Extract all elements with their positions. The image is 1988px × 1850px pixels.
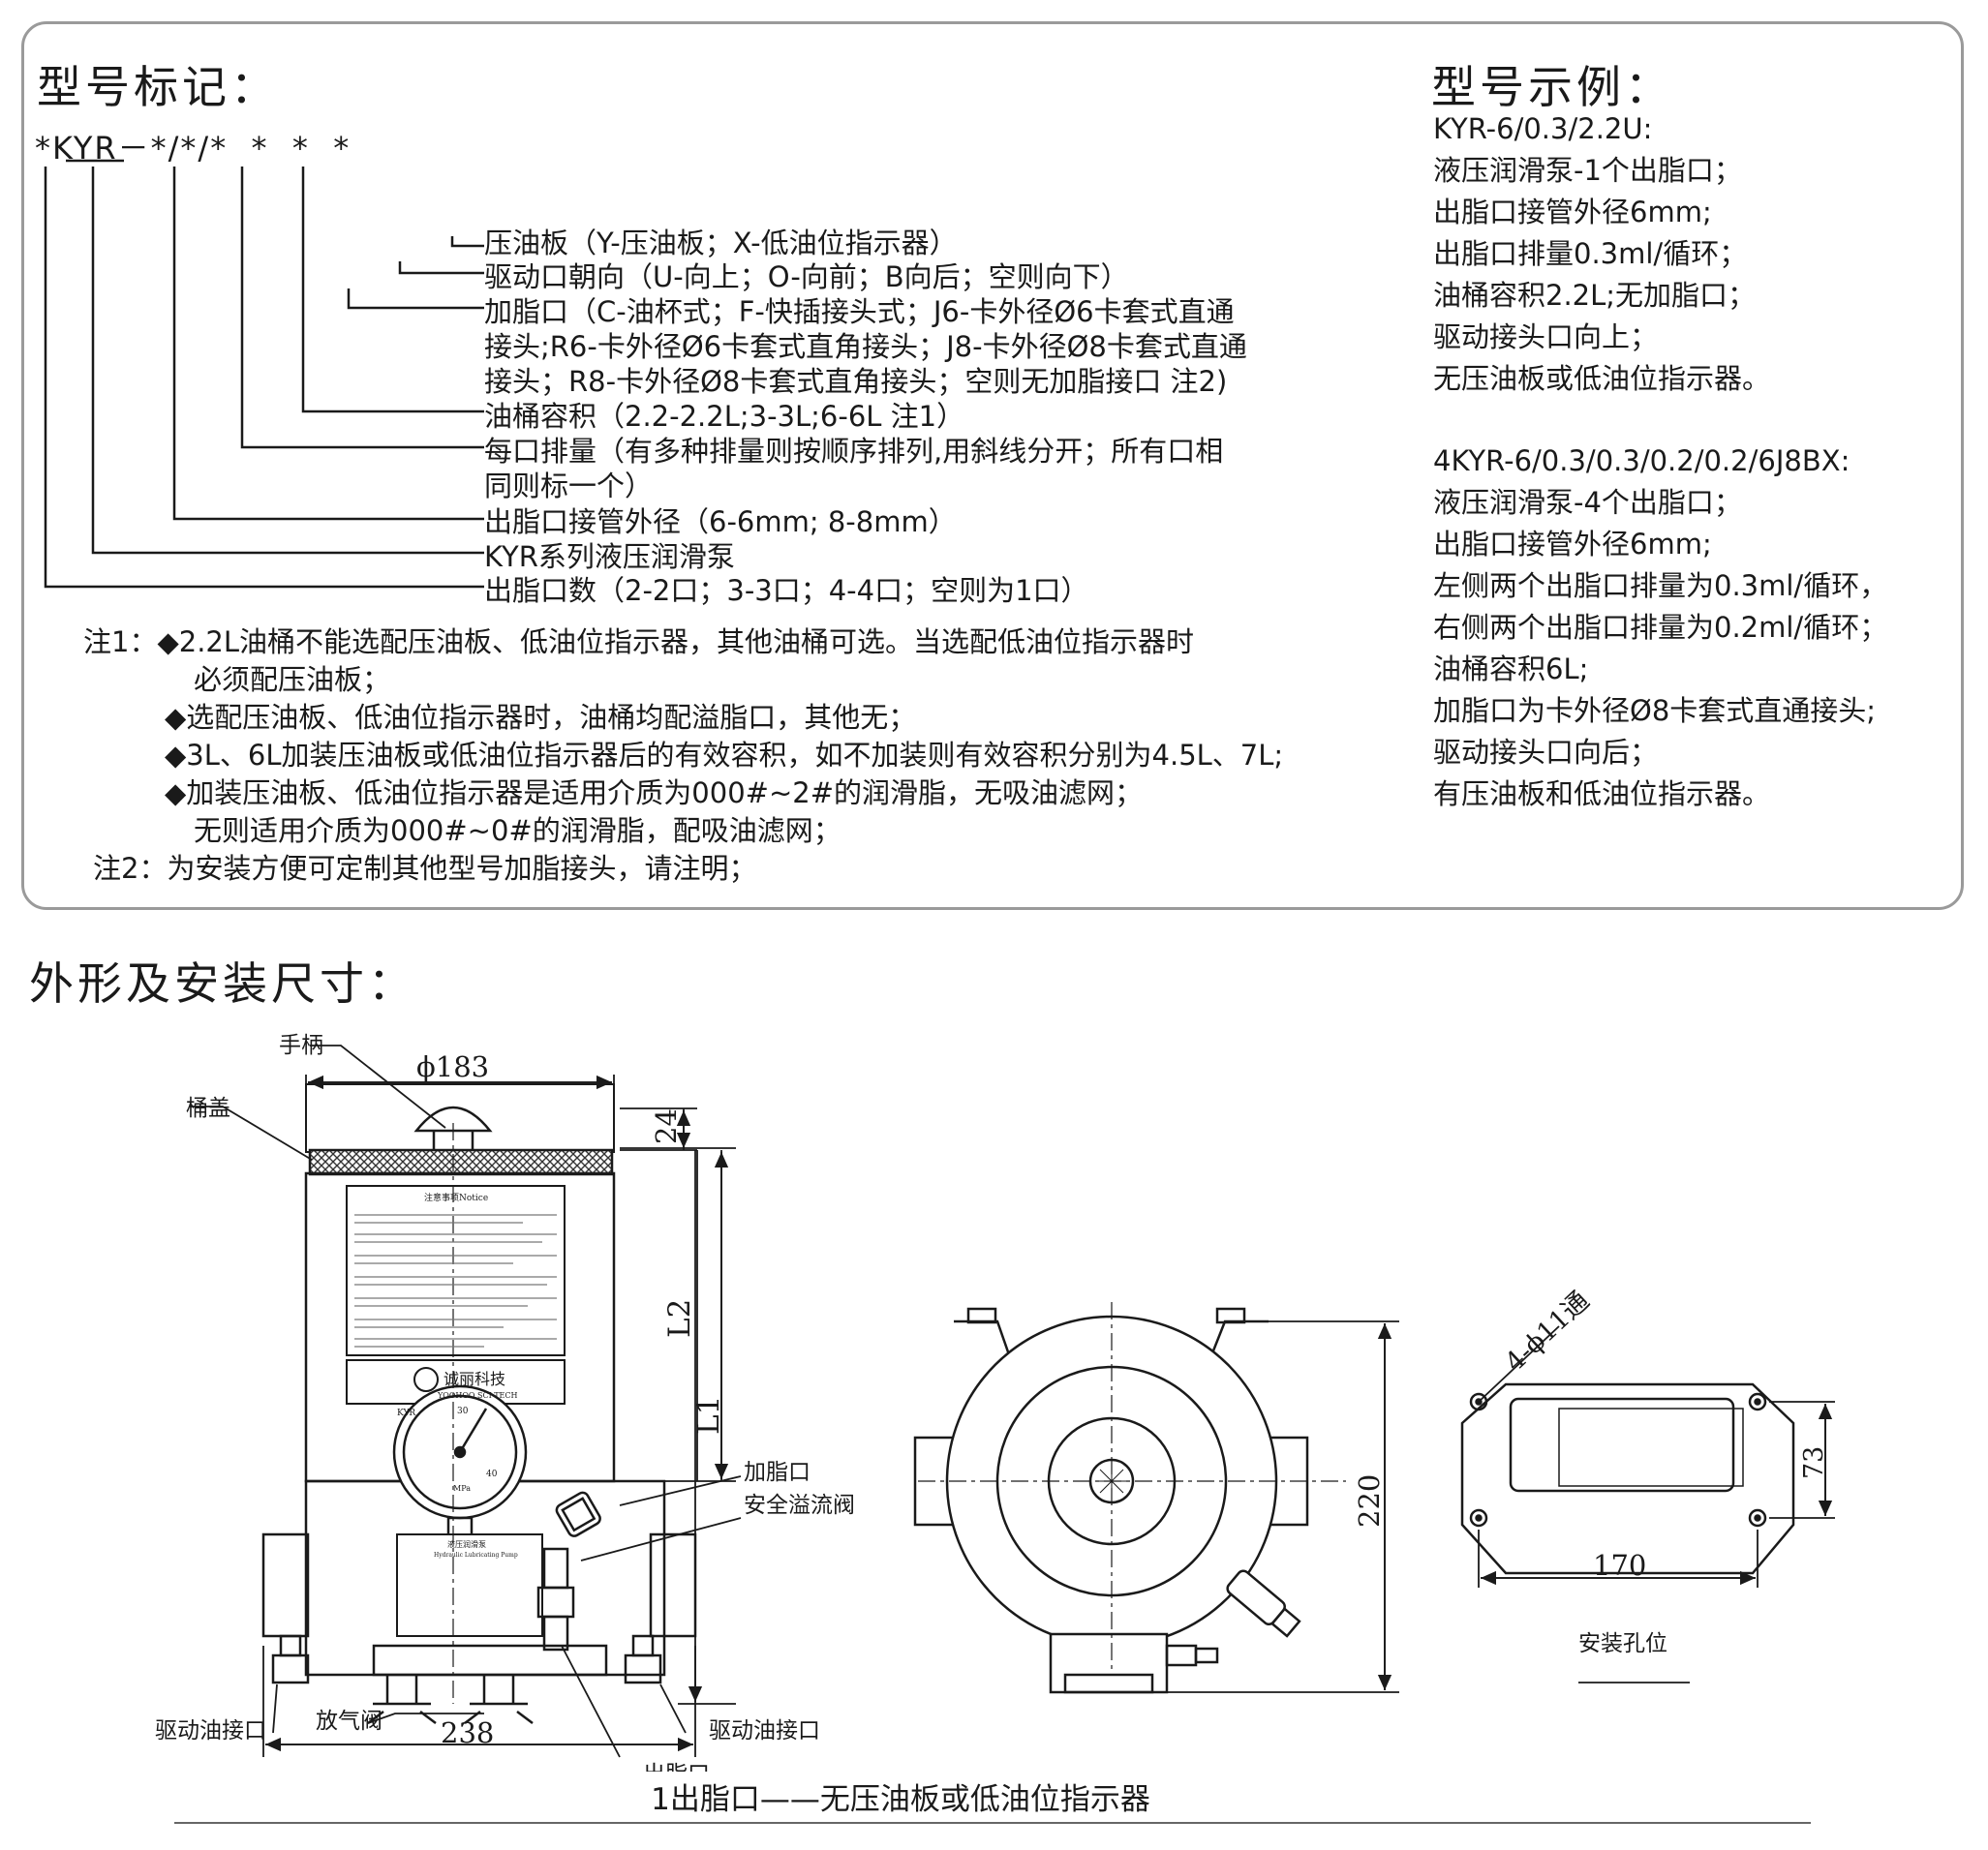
dim-220: 220 xyxy=(1353,1474,1386,1528)
section-heading: 外形及安装尺寸： xyxy=(29,957,416,1010)
model-line-3: 加脂口（C-油杯式；F-快插接头式；J6-卡外径Ø6卡套式直通 xyxy=(484,295,1235,328)
nameplate-title: 液压润滑泵 xyxy=(447,1539,486,1549)
example-1-line-7: 无压油板或低油位指示器。 xyxy=(1433,362,1771,395)
model-line-11: 出脂口数（2-2口；3-3口；4-4口；空则为1口） xyxy=(484,574,1089,607)
gauge-40: 40 xyxy=(486,1470,498,1479)
model-tag: KYR xyxy=(397,1409,415,1418)
technical-drawing: 手柄 桶盖 ϕ183 24 L2 L1 238 加脂口 安全溢流阀 驱动油接口 … xyxy=(155,1033,1835,1772)
brand-name: 诚丽科技 xyxy=(443,1370,505,1388)
model-code-brackets xyxy=(44,159,484,589)
example-1-line-1: KYR-6/0.3/2.2U: xyxy=(1433,112,1653,145)
example-1-line-4: 出脂口排量0.3ml/循环； xyxy=(1433,237,1748,270)
model-line-6: 油桶容积（2.2-2.2L;3-3L;6-6L 注1） xyxy=(484,400,965,433)
label-cover: 桶盖 xyxy=(186,1096,230,1121)
note-5: ◆加装压油板、低油位指示器是适用介质为000#~2#的润滑脂，无吸油滤网； xyxy=(165,776,1144,809)
label-bleed-valve: 放气阀 xyxy=(316,1709,382,1734)
bucket-cover xyxy=(308,1148,614,1176)
label-drive-port-right: 驱动油接口 xyxy=(709,1718,820,1744)
model-info-frame xyxy=(21,21,1964,910)
nameplate-title-en: Hydraulic Lubricating Pump xyxy=(434,1552,518,1559)
model-heading: 型号标记： xyxy=(37,61,279,113)
gauge-30: 30 xyxy=(457,1407,469,1416)
example-1-line-5: 油桶容积2.2L;无加脂口； xyxy=(1433,279,1757,312)
dim-170: 170 xyxy=(1593,1549,1646,1582)
label-relief-valve: 安全溢流阀 xyxy=(744,1493,855,1518)
model-line-2: 驱动口朝向（U-向上；O-向前；B向后；空则向下） xyxy=(484,260,1129,293)
front-view xyxy=(261,1083,697,1724)
example-heading: 型号示例： xyxy=(1431,61,1673,113)
example-2-line-8: 驱动接头口向后； xyxy=(1433,736,1659,769)
example-2-line-3: 出脂口接管外径6mm; xyxy=(1433,528,1712,561)
dim-diameter: ϕ183 xyxy=(416,1050,489,1083)
model-line-9: 出脂口接管外径（6-6mm; 8-8mm） xyxy=(484,505,957,538)
example-2-line-9: 有压油板和低油位指示器。 xyxy=(1433,777,1771,810)
model-line-5: 接头；R8-卡外径Ø8卡套式直角接头；空则无加脂接口 注2) xyxy=(484,365,1228,398)
figure-caption: 1出脂口——无压油板或低油位指示器 xyxy=(651,1782,1150,1817)
note-7: 注2：为安装方便可定制其他型号加脂接头，请注明； xyxy=(93,852,757,885)
example-2-line-5: 右侧两个出脂口排量为0.2ml/循环； xyxy=(1433,611,1888,644)
mount-hole-view xyxy=(1460,1382,1795,1575)
example-2-line-1: 4KYR-6/0.3/0.3/0.2/0.2/6J8BX: xyxy=(1433,444,1850,477)
example-1-line-6: 驱动接头口向上； xyxy=(1433,320,1659,353)
note-2: 必须配压油板； xyxy=(194,663,391,696)
example-2-line-6: 油桶容积6L; xyxy=(1433,652,1589,685)
model-line-8: 同则标一个） xyxy=(484,470,654,502)
note-6: 无则适用介质为000#~0#的润滑脂，配吸油滤网； xyxy=(194,814,841,847)
dim-238: 238 xyxy=(441,1716,494,1749)
example-2-line-7: 加脂口为卡外径Ø8卡套式直通接头; xyxy=(1433,694,1877,727)
label-drive-port-left: 驱动油接口 xyxy=(155,1718,266,1744)
hole-spec: 4-ϕ11通 xyxy=(1500,1286,1596,1378)
model-line-7: 每口排量（有多种排量则按顺序排列,用斜线分开；所有口相 xyxy=(484,435,1224,468)
model-line-4: 接头;R6-卡外径Ø6卡套式直角接头；J8-卡外径Ø8卡套式直通 xyxy=(484,330,1247,363)
brand-name-en: YOOHOO SCI-TECH xyxy=(437,1391,518,1400)
model-line-10: KYR系列液压润滑泵 xyxy=(484,540,735,573)
example-2-line-4: 左侧两个出脂口排量为0.3ml/循环， xyxy=(1433,569,1888,602)
note-1: 注1：◆2.2L油桶不能选配压油板、低油位指示器，其他油桶可选。当选配低油位指示… xyxy=(83,625,1195,658)
label-mount-holes: 安装孔位 xyxy=(1578,1631,1667,1656)
label-fill-port: 加脂口 xyxy=(744,1460,810,1485)
dim-l2: L2 xyxy=(662,1299,697,1338)
dim-73: 73 xyxy=(1799,1446,1829,1479)
dim-l1: L1 xyxy=(691,1396,726,1435)
label-outlet: 出脂口 xyxy=(643,1762,710,1772)
label-handle: 手柄 xyxy=(279,1033,323,1058)
note-3: ◆选配压油板、低油位指示器时，油桶均配溢脂口，其他无； xyxy=(165,701,917,734)
dim-24: 24 xyxy=(650,1108,683,1144)
fill-port xyxy=(555,1491,601,1537)
note-4: ◆3L、6L加装压油板或低油位指示器后的有效容积，如不加装则有效容积分别为4.5… xyxy=(165,739,1284,772)
notice-text-lines xyxy=(354,1214,557,1348)
bottom-divider xyxy=(174,1822,1811,1824)
example-1-line-2: 液压润滑泵-1个出脂口； xyxy=(1433,154,1742,187)
top-view-centerlines xyxy=(918,1302,1346,1675)
example-1-line-3: 出脂口接管外径6mm; xyxy=(1433,196,1712,228)
example-2-line-2: 液压润滑泵-4个出脂口； xyxy=(1433,486,1742,519)
model-line-1: 压油板（Y-压油板；X-低油位指示器） xyxy=(484,227,958,259)
gauge-unit: MPa xyxy=(453,1484,471,1493)
notice-title: 注意事项Notice xyxy=(424,1192,488,1203)
